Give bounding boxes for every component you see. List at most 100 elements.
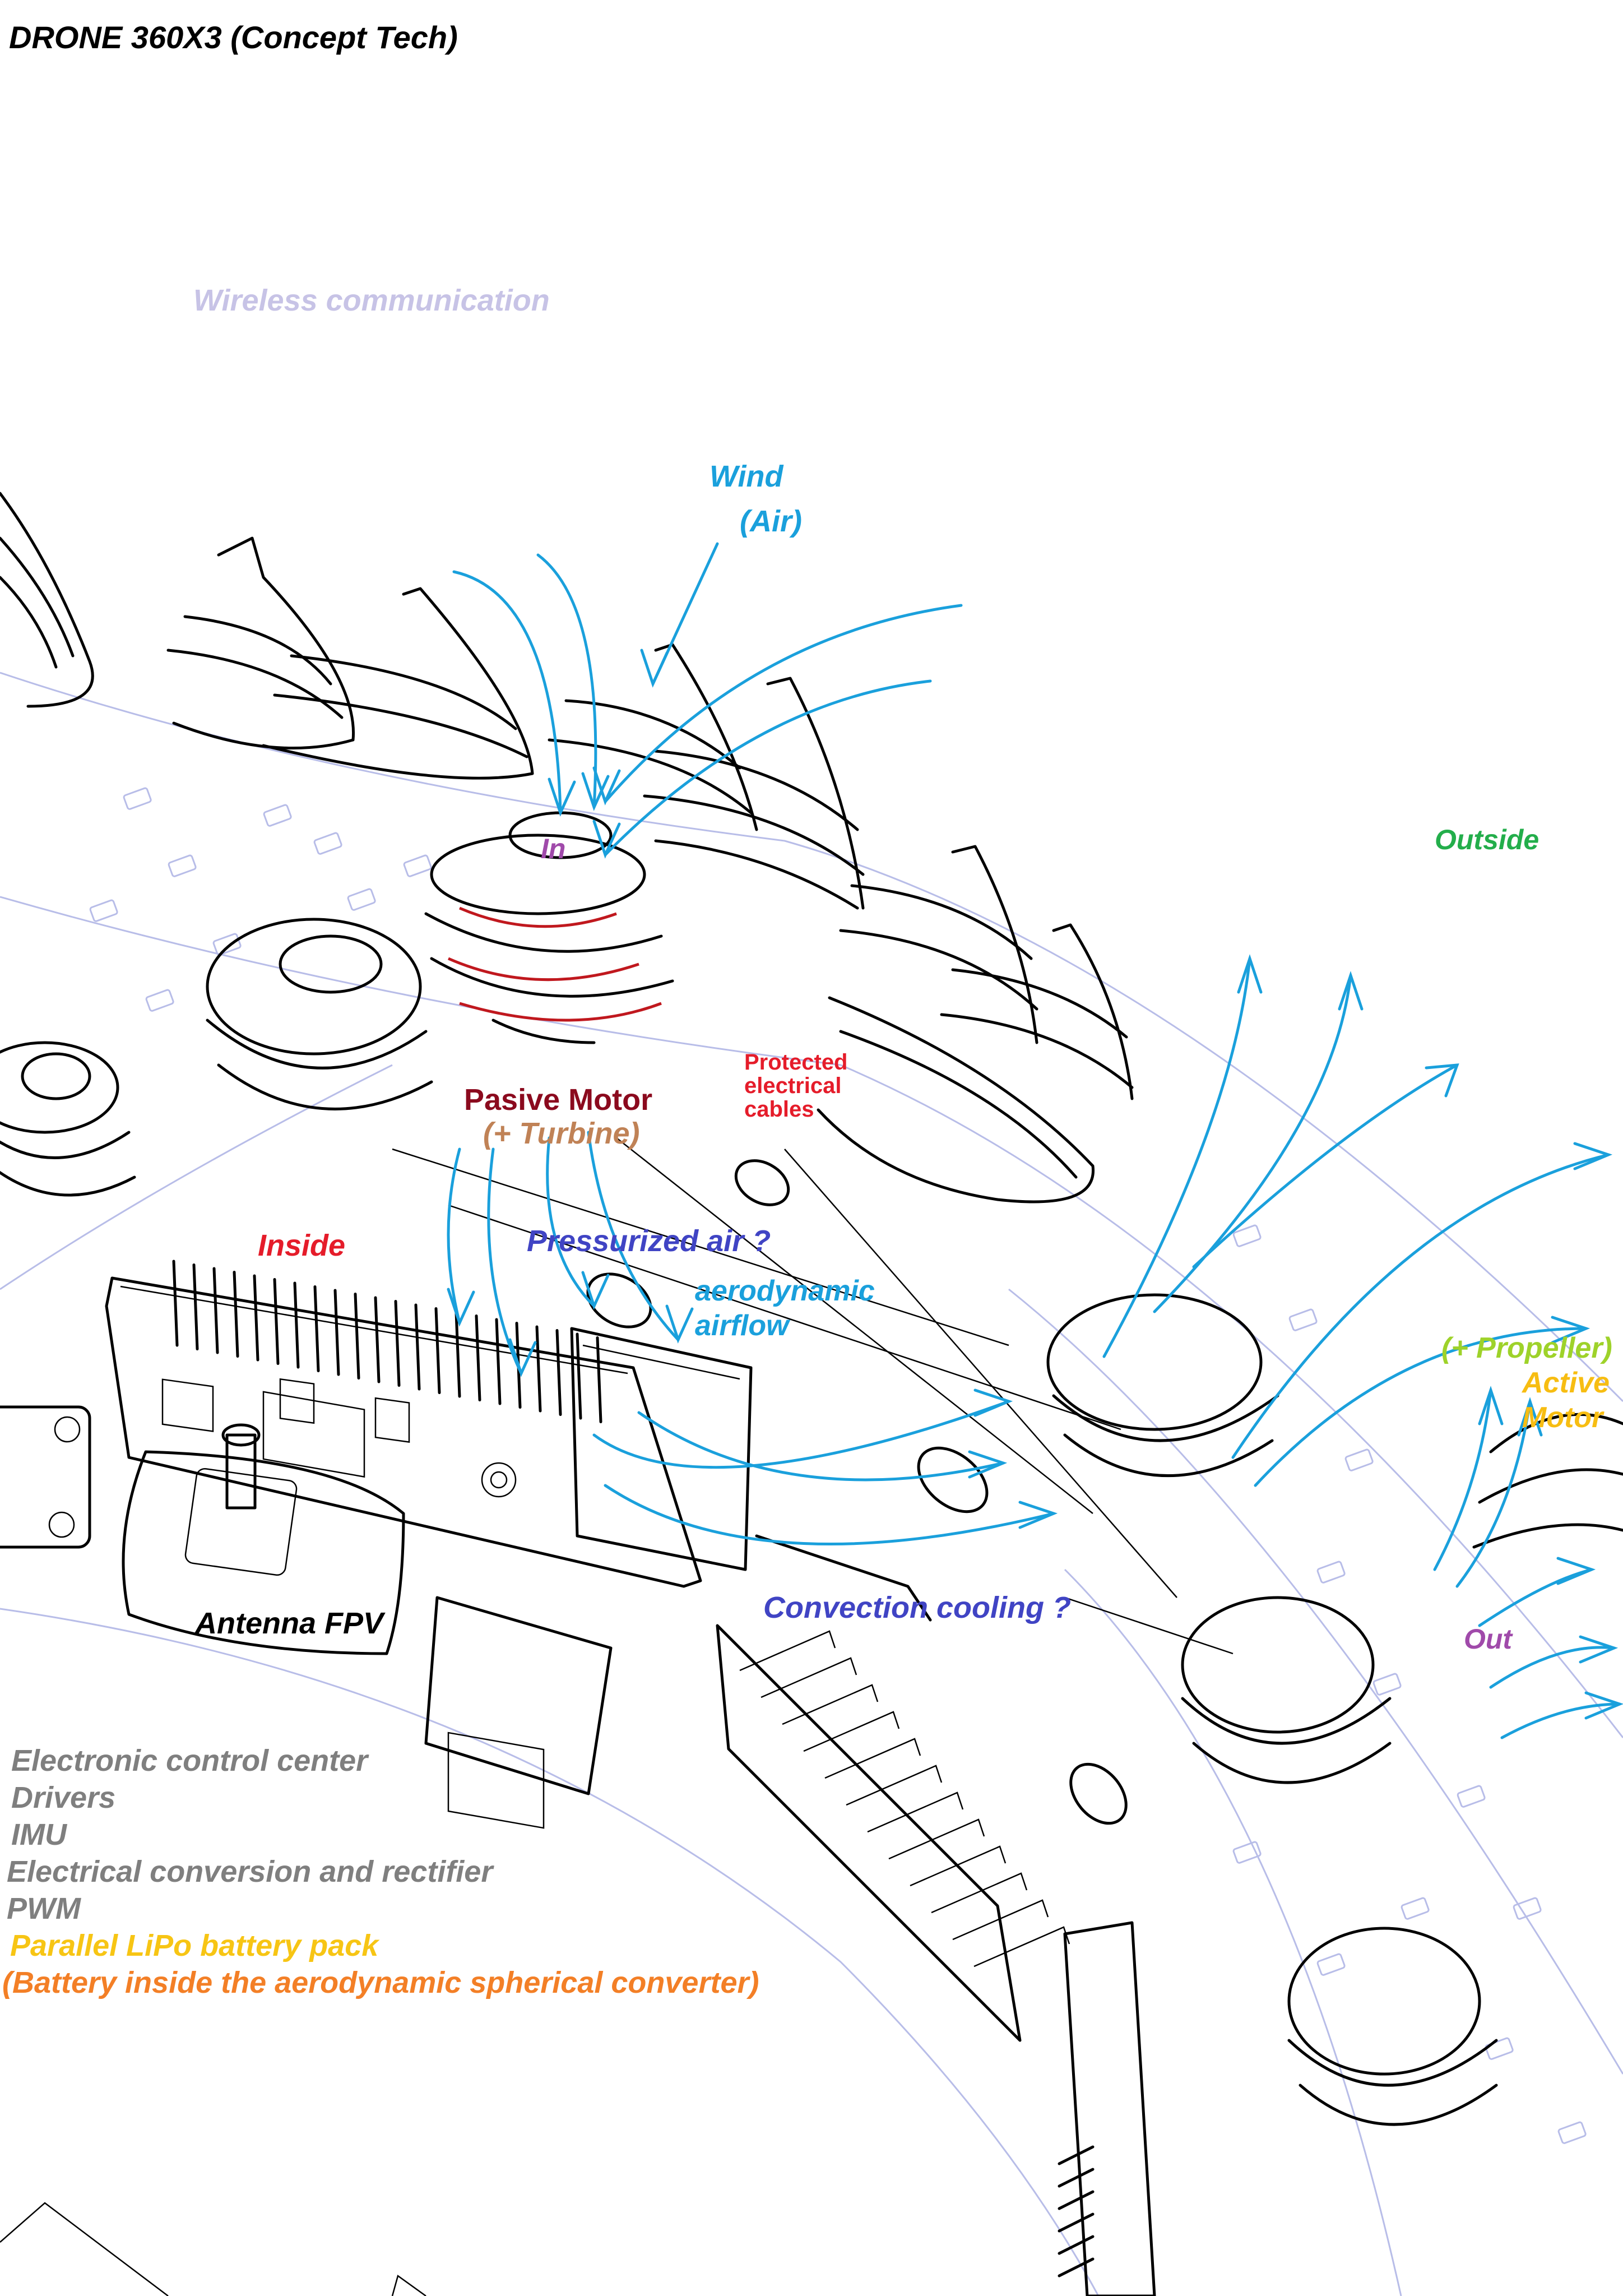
mount-tab [1485, 2037, 1514, 2060]
header-pin [253, 1274, 259, 1362]
arrow-head-icon [1579, 1635, 1619, 1664]
wireless-communication-label: Wireless communication [193, 284, 550, 317]
mount-tab [1316, 1953, 1346, 1976]
turbine [817, 996, 1095, 1203]
airflow-arrow [546, 1136, 596, 1308]
arrow-head-icon [1556, 1557, 1596, 1585]
header-pin [192, 1263, 199, 1350]
turbine [548, 643, 758, 831]
mount-tab [403, 854, 432, 877]
legend-item: Electronic control center [11, 1744, 368, 1777]
mount-tab [1232, 1224, 1262, 1247]
heatsink-fin [739, 1630, 836, 1672]
mount-tab [1288, 1308, 1318, 1331]
airflow-arrow [1231, 1153, 1610, 1459]
arrow-head-icon [968, 1450, 1008, 1479]
protected-cables-line: Protected [744, 1050, 848, 1075]
arrow-head-icon [581, 1271, 610, 1310]
out-label: Out [1464, 1623, 1513, 1655]
pcb-fin [1058, 2168, 1095, 2188]
airflow-arrow [1433, 1388, 1492, 1571]
mount-tab [263, 804, 292, 827]
active-motor-label: Active Motor [1522, 1365, 1610, 1436]
mount-tab [1513, 1897, 1542, 1920]
mount-tab [89, 899, 118, 922]
arrow-head-icon [665, 1304, 694, 1344]
legend-item: IMU [11, 1818, 67, 1851]
battery-note-label: (Battery inside the aerodynamic spherica… [2, 1966, 759, 1999]
arrow-head-icon [447, 1288, 475, 1327]
mount-tab [1457, 1785, 1486, 1808]
mount-tab [313, 832, 342, 855]
arrow-head-icon [1517, 1397, 1543, 1437]
mount-tab [1401, 1897, 1430, 1920]
header-pin [414, 1303, 421, 1391]
turbine-label: (+ Turbine) [483, 1117, 640, 1150]
header-pin [576, 1332, 582, 1420]
turbine [166, 536, 355, 750]
sphere-outline [0, 1608, 1100, 2296]
arrow-head-icon [1425, 1063, 1459, 1098]
pcb-fin [1058, 2190, 1095, 2210]
turbine-row-upper [0, 492, 1134, 1203]
frame-lines [392, 1137, 1234, 1655]
airflow-arrow [487, 1147, 523, 1375]
arrow-head-icon [973, 1388, 1013, 1417]
airflow-arrow [1455, 1400, 1532, 1588]
arrow-head-icon [1338, 971, 1364, 1011]
mount-tab [168, 854, 197, 877]
mount-tab [145, 989, 174, 1012]
legend-item: Electrical conversion and rectifier [7, 1855, 493, 1888]
header-pin [475, 1314, 481, 1401]
arrow-head-icon [1018, 1501, 1058, 1529]
component-legend: Electronic control center Drivers IMU El… [2, 1742, 759, 2001]
video-transmitter [424, 1596, 613, 1829]
arrow-head-icon [1573, 1142, 1613, 1170]
wind-label: Wind [710, 460, 783, 493]
turbine [0, 492, 94, 708]
arrow-head-icon [548, 777, 576, 817]
pcb-fin [1058, 2145, 1095, 2165]
header-pin [434, 1307, 441, 1394]
airflow-arrows [447, 542, 1623, 1739]
turbine [940, 923, 1134, 1100]
turbine [643, 677, 865, 910]
arrow-head-icon [508, 1338, 537, 1377]
turbine [262, 587, 534, 780]
heatsink-fin [824, 1738, 921, 1779]
airflow-arrow [1192, 1063, 1459, 1269]
in-label: In [541, 833, 566, 864]
mount-tab [123, 787, 152, 810]
convection-cooling-label: Convection cooling ? [763, 1591, 1071, 1624]
outside-label: Outside [1435, 824, 1539, 855]
airflow-arrow [1153, 974, 1352, 1313]
aerodynamic-airflow-label: aerodynamic airflow [695, 1274, 875, 1344]
airflow-arrow [637, 1411, 1005, 1482]
protected-cables-label: Protected electrical cables [744, 1050, 848, 1121]
airflow-arrow [604, 1484, 1055, 1545]
airflow-arrow [447, 1147, 461, 1325]
arrow-head-icon [1584, 1691, 1623, 1720]
arrow-head-icon [592, 766, 621, 806]
heatsink-fin [952, 1899, 1049, 1941]
header-pin [455, 1311, 461, 1398]
header-pin [354, 1293, 360, 1380]
pressurized-air-label: Pressurized air ? [527, 1224, 771, 1258]
heatsink-fin [973, 1926, 1070, 1968]
turbine-row-lower [0, 918, 1623, 2126]
header-pin [313, 1285, 320, 1372]
antenna-fpv-label: Antenna FPV [195, 1607, 384, 1640]
mount-tab [212, 933, 242, 956]
header-pin [333, 1289, 340, 1376]
legend-item: PWM [7, 1892, 81, 1925]
pcb-fin [1058, 2235, 1095, 2255]
heatsink-fin [888, 1818, 985, 1860]
airflow-arrow [536, 553, 597, 809]
mount-tab [1316, 1561, 1346, 1584]
diagram-title: DRONE 360X3 (Concept Tech) [9, 20, 458, 55]
heatsink-fin [867, 1792, 964, 1833]
arrow-head-icon [581, 772, 610, 811]
gps-module [0, 1405, 91, 1549]
arrow-head-icon [592, 820, 621, 859]
header-pin [273, 1278, 280, 1365]
